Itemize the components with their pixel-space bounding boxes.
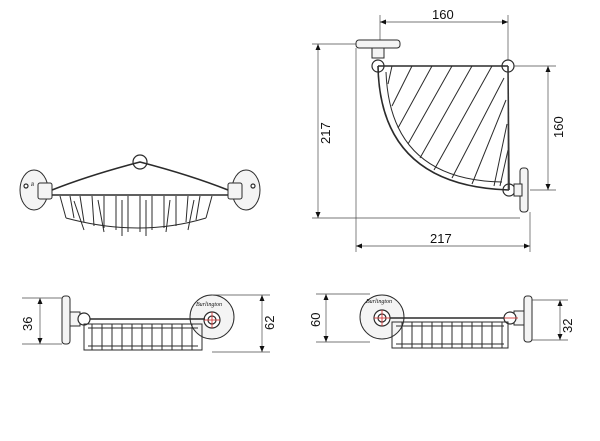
side-view: Burlington 36 62 — [20, 294, 277, 353]
left-screw-icon — [23, 183, 29, 189]
front-right-plate — [523, 295, 533, 343]
front-rail — [51, 161, 229, 191]
top-view: 160 160 217 — [312, 7, 566, 252]
front-view: Burlington 60 32 — [308, 293, 575, 349]
left-plate-logo: B — [31, 183, 34, 188]
basket-wires — [59, 195, 213, 232]
dim-top-width-label: 160 — [432, 7, 454, 22]
basket-inner-wires — [73, 199, 195, 236]
front-plate-logo: Burlington — [366, 299, 392, 305]
perspective-view: B — [19, 154, 261, 236]
dim-overall-width-label: 217 — [430, 231, 452, 246]
top-wall-plate — [355, 39, 401, 49]
dim-front-60-label: 60 — [308, 313, 323, 327]
left-mount-post — [37, 182, 53, 200]
right-screw-icon — [250, 183, 256, 189]
dim-side-depth-label: 160 — [551, 116, 566, 138]
side-plate-logo: Burlington — [196, 302, 222, 308]
dim-overall-height-label: 217 — [318, 122, 333, 144]
right-mount-post — [227, 182, 243, 200]
side-left-plate — [61, 295, 71, 345]
dim-side-62-label: 62 — [262, 316, 277, 330]
basket-arc — [377, 65, 510, 191]
dim-front-32-label: 32 — [560, 319, 575, 333]
basket-bottom-curve — [65, 217, 207, 229]
dim-side-36-label: 36 — [20, 317, 35, 331]
